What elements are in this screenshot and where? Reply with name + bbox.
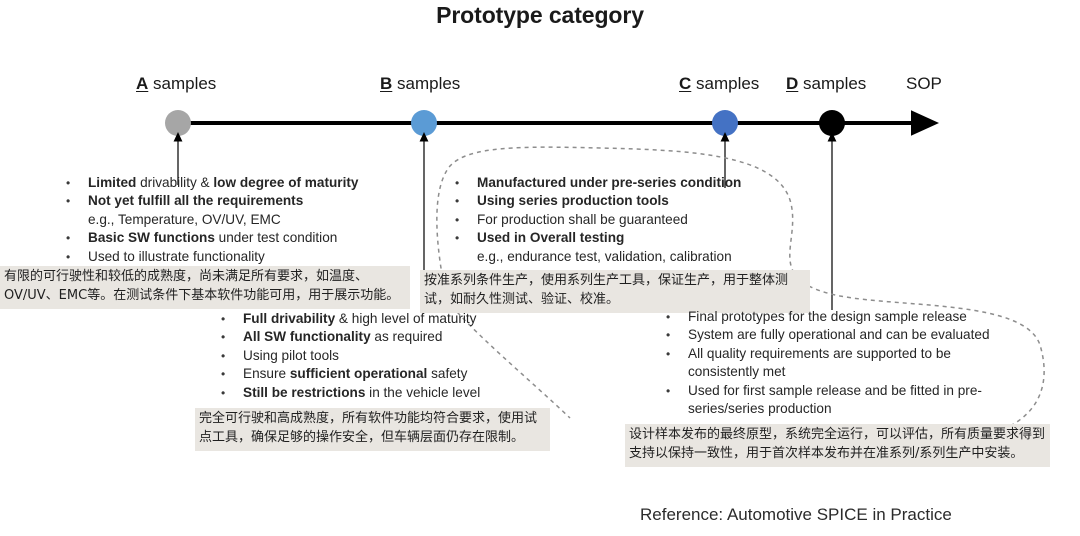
timeline-marker-d — [819, 110, 845, 136]
cn-note-b-samples: 完全可行驶和高成熟度，所有软件功能均符合要求，使用试点工具，确保足够的操作安全，… — [195, 408, 550, 451]
bullet-text: Using series production tools — [477, 193, 669, 209]
bullet-item: • Final prototypes for the design sample … — [666, 308, 990, 326]
bullet-dot-icon: • — [221, 348, 226, 363]
bullet-item: • Full drivability & high level of maturi… — [221, 310, 480, 328]
bullet-dot-icon: • — [455, 194, 460, 209]
bullet-item: • Still be restrictions in the vehicle le… — [221, 384, 480, 402]
bullet-block-b-samples: • Full drivability & high level of maturi… — [221, 310, 480, 402]
bullet-item: •series/series production — [666, 400, 990, 418]
bullet-item: • Not yet fulfill all the requirements — [66, 192, 358, 210]
stage-key-b: B — [380, 74, 393, 93]
bullet-item: • All SW functionality as required — [221, 328, 480, 346]
bullet-item: • Used to illustrate functionality — [66, 248, 358, 266]
stage-label-b[interactable]: B samples — [380, 74, 460, 94]
bullet-dot-icon: • — [666, 346, 671, 361]
bullet-item: •e.g., endurance test, validation, calib… — [455, 248, 741, 266]
timeline-marker-a — [165, 110, 191, 136]
bullet-dot-icon: • — [221, 312, 226, 326]
stage-label-a[interactable]: A samples — [136, 74, 216, 94]
bullet-dot-icon: • — [221, 367, 226, 382]
stage-rest-sop: SOP — [906, 74, 942, 93]
timeline-marker-b — [411, 110, 437, 136]
bullet-item: • Using pilot tools — [221, 347, 480, 365]
bullet-text: Still be restrictions in the vehicle lev… — [243, 384, 481, 400]
bullet-dot-icon: • — [221, 385, 226, 400]
bullet-text: e.g., endurance test, validation, calibr… — [477, 248, 732, 264]
reference-note: Reference: Automotive SPICE in Practice — [640, 505, 952, 524]
bullet-item: •consistently met — [666, 363, 990, 381]
bullet-dot-icon: • — [666, 383, 671, 398]
bullet-text: consistently met — [688, 364, 786, 380]
bullet-item: • For production shall be guaranteed — [455, 211, 741, 229]
stage-label-sop[interactable]: SOP — [906, 74, 942, 94]
bullet-text: Limited drivability & low degree of matu… — [88, 175, 359, 190]
bullet-text: Not yet fulfill all the requirements — [88, 193, 304, 209]
bullet-dot-icon: • — [221, 330, 226, 345]
bullet-item: • Using series production tools — [455, 192, 741, 210]
stage-label-c[interactable]: C samples — [679, 74, 759, 94]
stage-rest-b: samples — [392, 74, 461, 93]
stage-rest-d: samples — [798, 74, 867, 93]
cn-note-d-samples: 设计样本发布的最终原型，系统完全运行，可以评估，所有质量要求得到支持以保持一致性… — [625, 424, 1050, 467]
bullet-dot-icon: • — [666, 310, 671, 324]
bullet-text: Used to illustrate functionality — [88, 248, 265, 264]
bullet-item: • Manufactured under pre-series condition — [455, 174, 741, 192]
bullet-text: All SW functionality as required — [243, 329, 443, 345]
bullet-dot-icon: • — [455, 231, 460, 246]
stage-rest-a: samples — [148, 74, 217, 93]
bullet-item: • Used in Overall testing — [455, 229, 741, 247]
bullet-item: • All quality requirements are supported … — [666, 345, 990, 363]
bullet-item: • System are fully operational and can be… — [666, 326, 990, 344]
bullet-item: • Limited drivability & low degree of mat… — [66, 174, 358, 192]
bullet-item: • Basic SW functions under test condition — [66, 229, 358, 247]
bullet-dot-icon: • — [455, 212, 460, 227]
bullet-item: • Used for first sample release and be fi… — [666, 382, 990, 400]
bullet-dot-icon: • — [455, 176, 460, 190]
bullet-block-a-samples: • Limited drivability & low degree of mat… — [66, 174, 358, 266]
stage-rest-c: samples — [691, 74, 760, 93]
bullet-text: Final prototypes for the design sample r… — [688, 309, 967, 324]
bullet-dot-icon: • — [66, 249, 71, 264]
stage-label-d[interactable]: D samples — [786, 74, 866, 94]
bullet-block-c-samples: • Manufactured under pre-series condition… — [455, 174, 741, 266]
bullet-text: For production shall be guaranteed — [477, 211, 688, 227]
cn-note-a-samples: 有限的可行驶性和较低的成熟度，尚未满足所有要求，如温度、OV/UV、EMC等。在… — [0, 266, 410, 309]
bullet-text: Used for first sample release and be fit… — [688, 382, 982, 398]
bullet-block-d-samples: • Final prototypes for the design sample … — [666, 308, 990, 419]
stage-key-d: D — [786, 74, 799, 93]
stage-key-a: A — [136, 74, 149, 93]
bullet-text: Used in Overall testing — [477, 230, 625, 246]
bullet-dot-icon: • — [66, 194, 71, 209]
stage-key-c: C — [679, 74, 692, 93]
timeline-marker-c — [712, 110, 738, 136]
page-title: Prototype category — [436, 2, 644, 28]
cn-note-c-samples: 按准系列条件生产，使用系列生产工具，保证生产，用于整体测试，如耐久性测试、验证、… — [420, 270, 810, 313]
bullet-text: Full drivability & high level of maturit… — [243, 311, 477, 326]
bullet-text: series/series production — [688, 401, 832, 417]
bullet-text: All quality requirements are supported t… — [688, 345, 951, 361]
bullet-text: Manufactured under pre-series condition — [477, 175, 742, 190]
bullet-text: Basic SW functions under test condition — [88, 230, 338, 246]
bullet-dot-icon: • — [66, 176, 71, 190]
bullet-text: Using pilot tools — [243, 347, 339, 363]
bullet-text: e.g., Temperature, OV/UV, EMC — [88, 211, 281, 227]
bullet-item: •e.g., Temperature, OV/UV, EMC — [66, 211, 358, 229]
bullet-item: • Ensure sufficient operational safety — [221, 365, 480, 383]
bullet-text: System are fully operational and can be … — [688, 327, 990, 343]
bullet-dot-icon: • — [666, 328, 671, 343]
bullet-dot-icon: • — [66, 231, 71, 246]
bullet-text: Ensure sufficient operational safety — [243, 366, 468, 382]
